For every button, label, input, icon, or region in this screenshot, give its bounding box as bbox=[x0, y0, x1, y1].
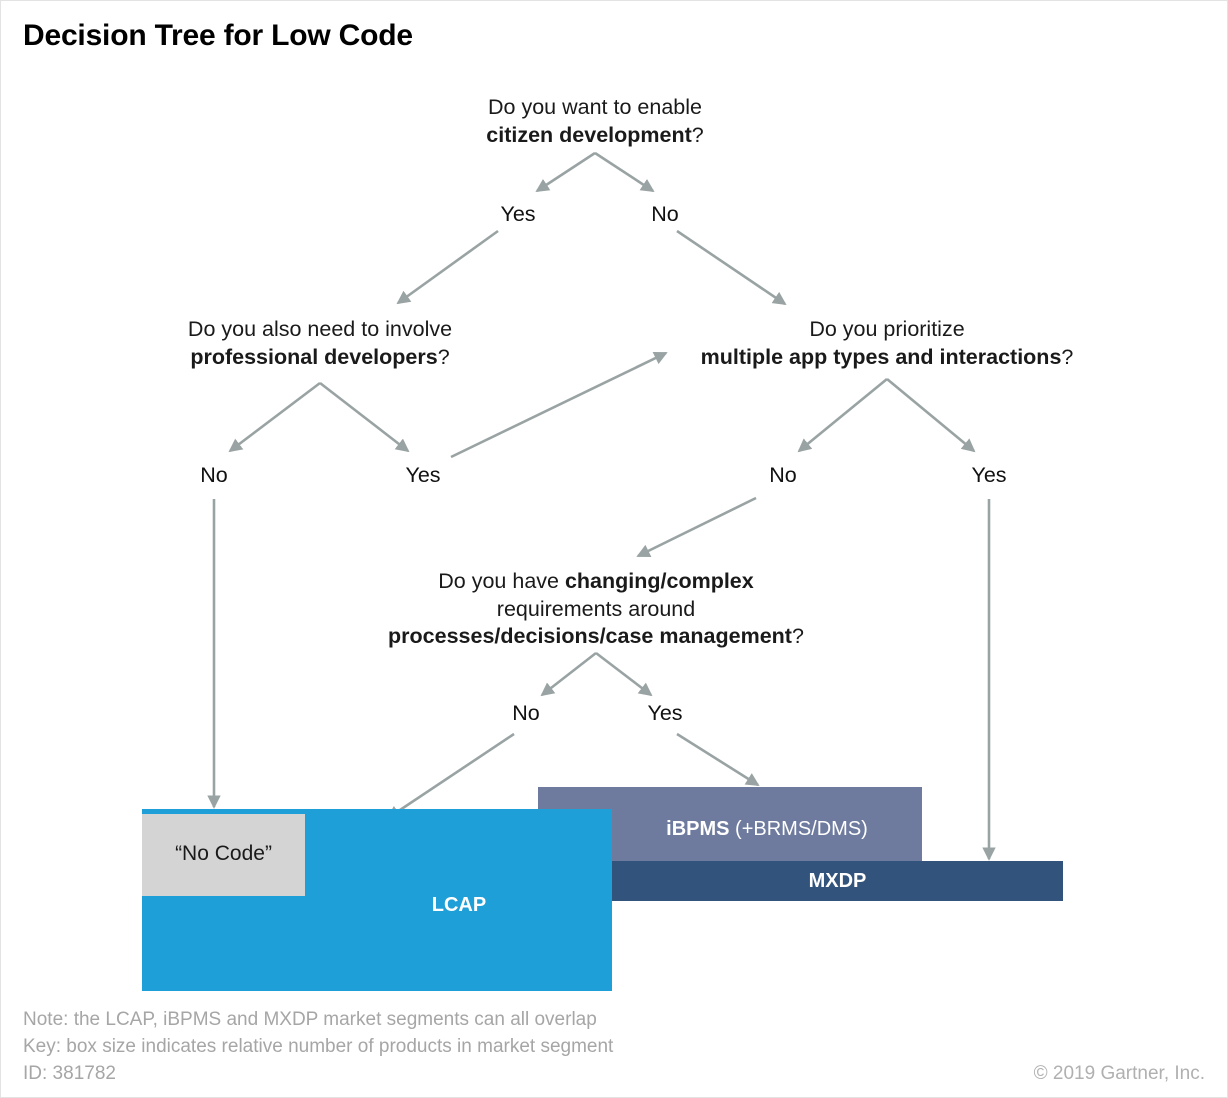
arrow-right-to-no bbox=[797, 377, 888, 453]
question-root-line2-bold: citizen development bbox=[486, 122, 692, 147]
branch-label-root-no: No bbox=[651, 202, 679, 226]
question-left-line2-tail: ? bbox=[437, 344, 450, 369]
branch-label-root-yes: Yes bbox=[500, 202, 536, 226]
segment-label-lcap: LCAP bbox=[431, 894, 487, 916]
question-root: Do you want to enable citizen developmen… bbox=[395, 94, 795, 149]
question-root-line2: citizen development? bbox=[395, 122, 795, 150]
question-left-line2-bold: professional developers bbox=[190, 344, 438, 369]
question-middle: Do you have changing/complex requirement… bbox=[346, 568, 846, 651]
segment-label-no-code: “No Code” bbox=[175, 842, 272, 865]
question-middle-line1: Do you have changing/complex bbox=[346, 568, 846, 596]
arrow-left-to-no bbox=[228, 381, 321, 453]
footnote-id: ID: 381782 bbox=[23, 1063, 116, 1084]
arrow-right-no-to-middle-question bbox=[636, 496, 757, 558]
branch-label-left-yes: Yes bbox=[405, 463, 441, 487]
question-middle-line1-bold: changing/complex bbox=[564, 569, 754, 593]
question-middle-line1-lead: Do you have bbox=[438, 569, 565, 593]
question-middle-line3: processes/decisions/case management? bbox=[346, 623, 846, 651]
page-title: Decision Tree for Low Code bbox=[23, 19, 413, 52]
arrow-right-to-yes bbox=[886, 377, 976, 453]
segment-label-ibpms-bold: iBPMS bbox=[666, 818, 730, 840]
copyright-notice: © 2019 Gartner, Inc. bbox=[1033, 1063, 1205, 1084]
segment-label-mxdp: MXDP bbox=[808, 870, 867, 892]
branch-label-middle-no: No bbox=[512, 701, 540, 725]
question-middle-line2: requirements around bbox=[496, 596, 696, 621]
arrow-middle-to-no bbox=[540, 651, 597, 697]
branch-label-right-no: No bbox=[769, 463, 797, 487]
segment-box-no-code[interactable]: “No Code” bbox=[142, 814, 305, 896]
question-right-line2: multiple app types and interactions? bbox=[662, 344, 1112, 372]
question-left-line2: professional developers? bbox=[120, 344, 520, 372]
branch-label-left-no: No bbox=[200, 463, 228, 487]
segment-box-mxdp[interactable]: MXDP bbox=[612, 861, 1063, 901]
question-left-line1: Do you also need to involve bbox=[187, 317, 453, 341]
question-root-line1: Do you want to enable bbox=[488, 95, 702, 119]
question-right-line2-tail: ? bbox=[1061, 344, 1074, 369]
arrow-middle-yes-to-ibpms bbox=[676, 732, 760, 787]
footnote-note: Note: the LCAP, iBPMS and MXDP market se… bbox=[23, 1009, 597, 1030]
segment-label-ibpms: iBPMS (+BRMS/DMS) bbox=[538, 818, 922, 841]
arrow-yes-to-left-question bbox=[396, 229, 499, 305]
question-right: Do you prioritize multiple app types and… bbox=[662, 316, 1112, 371]
question-right-line1: Do you prioritize bbox=[809, 317, 965, 341]
arrow-left-to-yes bbox=[319, 381, 410, 453]
arrow-no-to-right-question bbox=[676, 229, 787, 306]
arrow-root-to-no bbox=[594, 151, 655, 193]
arrow-root-to-yes bbox=[535, 151, 596, 193]
segment-label-ibpms-regular: (+BRMS/DMS) bbox=[729, 818, 868, 840]
question-right-line2-bold: multiple app types and interactions bbox=[700, 344, 1062, 369]
branch-label-right-yes: Yes bbox=[971, 463, 1007, 487]
question-root-line2-tail: ? bbox=[691, 122, 704, 147]
footnote-key: Key: box size indicates relative number … bbox=[23, 1036, 614, 1057]
branch-label-middle-yes: Yes bbox=[647, 701, 683, 725]
arrow-middle-to-yes bbox=[595, 651, 653, 697]
question-middle-line3-bold: processes/decisions/case management bbox=[388, 624, 792, 649]
question-middle-line3-tail: ? bbox=[791, 624, 804, 649]
question-left: Do you also need to involve professional… bbox=[120, 316, 520, 371]
arrow-middle-no-to-lcap bbox=[386, 732, 515, 820]
